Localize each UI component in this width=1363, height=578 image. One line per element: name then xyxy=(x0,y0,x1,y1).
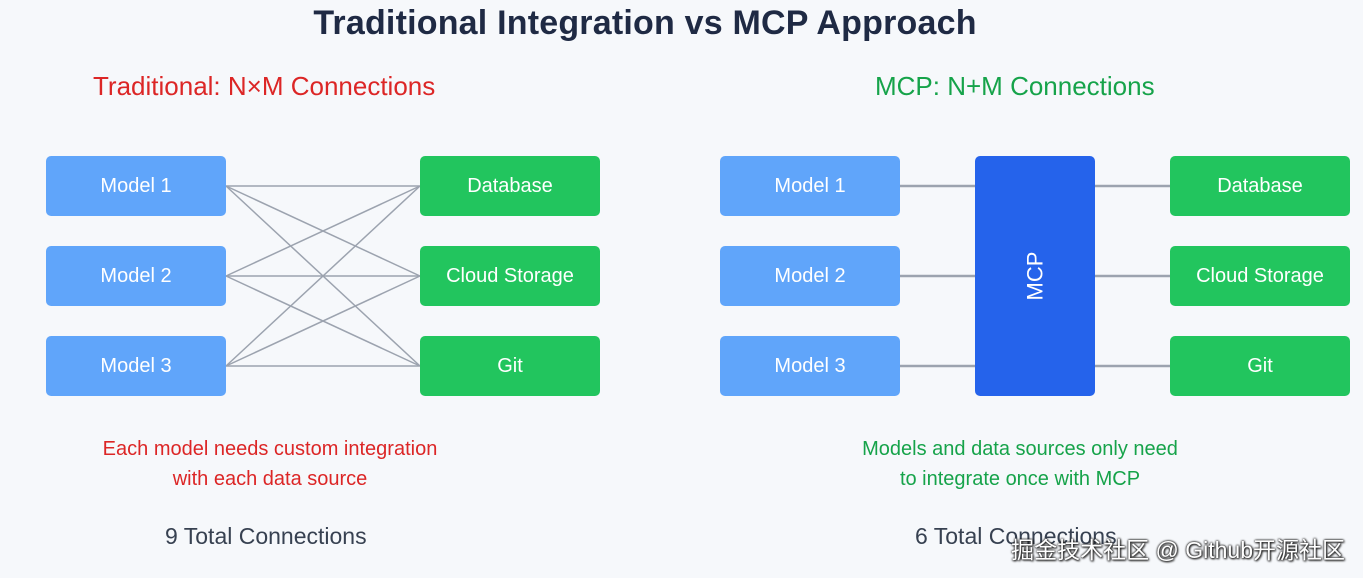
mcp-heading: MCP: N+M Connections xyxy=(875,71,1155,101)
traditional-connectors xyxy=(225,185,421,367)
traditional-note-line-1: Each model needs custom integration xyxy=(102,438,438,460)
traditional-source-git: Git xyxy=(420,336,600,396)
traditional-model-3: Model 3 xyxy=(46,336,226,396)
mcp-model-2: Model 2 xyxy=(720,246,900,306)
mcp-note-line-1: Models and data sources only need xyxy=(862,438,1178,460)
watermark: 掘金技术社区 @ Github开源社区 xyxy=(1011,537,1345,563)
traditional-heading: Traditional: N×M Connections xyxy=(93,71,436,101)
traditional-total: 9 Total Connections xyxy=(165,523,367,549)
mcp-source-cloud-storage: Cloud Storage xyxy=(1170,246,1350,306)
traditional-source-database: Database xyxy=(420,156,600,216)
mcp-source-git: Git xyxy=(1170,336,1350,396)
traditional-note-line-2: with each data source xyxy=(172,468,368,490)
traditional-note: Each model needs custom integration with… xyxy=(70,434,470,494)
mcp-hub-label: MCP xyxy=(1021,251,1047,301)
mcp-source-database: Database xyxy=(1170,156,1350,216)
traditional-model-1: Model 1 xyxy=(46,156,226,216)
traditional-source-cloud-storage: Cloud Storage xyxy=(420,246,600,306)
mcp-model-1: Model 1 xyxy=(720,156,900,216)
traditional-model-2: Model 2 xyxy=(46,246,226,306)
mcp-model-3: Model 3 xyxy=(720,336,900,396)
page-title: Traditional Integration vs MCP Approach xyxy=(313,4,977,42)
connector-m2-database xyxy=(225,185,421,277)
connector-m3-cloud xyxy=(225,275,421,367)
mcp-hub: MCP xyxy=(975,156,1095,396)
connector-m3-database xyxy=(225,185,421,367)
mcp-note: Models and data sources only need to int… xyxy=(820,434,1220,494)
mcp-total: 6 Total Connections xyxy=(915,523,1117,549)
mcp-connectors xyxy=(900,184,1170,368)
mcp-note-line-2: to integrate once with MCP xyxy=(899,468,1141,490)
